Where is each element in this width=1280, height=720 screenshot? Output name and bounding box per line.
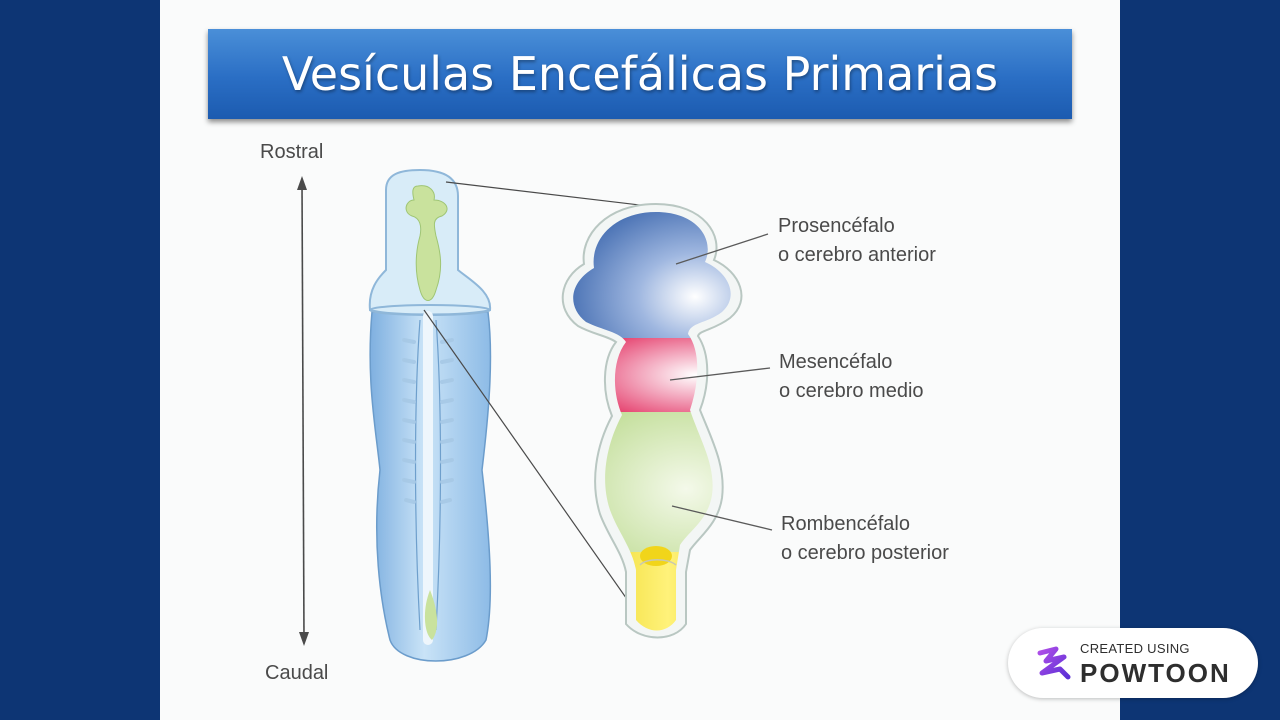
label-mesencephalon: Mesencéfalo o cerebro medio	[779, 351, 924, 402]
label-prosencephalon: Prosencéfalo o cerebro anterior	[778, 215, 936, 266]
axis-label-rostral: Rostral	[260, 141, 324, 163]
slide-title: Vesículas Encefálicas Primarias	[281, 47, 999, 101]
badge-caption: CREATED USING	[1080, 641, 1190, 656]
powtoon-badge[interactable]: CREATED USING POWTOON	[1008, 628, 1258, 698]
arrow-down-icon	[299, 632, 309, 646]
label-rhombencephalon: Rombencéfalo o cerebro posterior	[781, 513, 949, 564]
rostral-caudal-axis	[297, 176, 309, 646]
axis-label-caudal: Caudal	[265, 662, 329, 684]
powtoon-logo-icon	[1037, 646, 1071, 680]
slide-title-bar: Vesículas Encefálicas Primarias	[208, 29, 1072, 119]
brain-vesicles-enlarged	[561, 202, 743, 639]
label-pointers	[669, 233, 773, 531]
connector-lines	[423, 181, 649, 613]
spinal-cord-region	[573, 552, 731, 631]
arrow-up-icon	[297, 176, 307, 190]
badge-brand: POWTOON	[1080, 658, 1231, 688]
embryo-illustration	[368, 168, 492, 662]
